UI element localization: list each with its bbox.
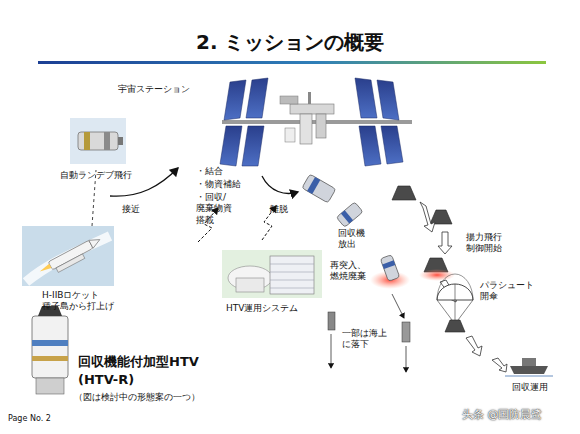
task-item: ・回収/廃棄物資 搭載 <box>196 192 232 226</box>
htv-departing <box>302 174 363 227</box>
phase-label: 回収機 放出 <box>338 228 365 251</box>
page-number: Page No. 2 <box>8 414 51 424</box>
htv-vehicle <box>70 118 126 164</box>
h2b-rocket <box>22 226 114 286</box>
vehicle-note: （図は検討中の形態案の一つ） <box>74 392 200 403</box>
task-item: ・物資補給 <box>196 179 241 190</box>
ground-building <box>222 250 322 298</box>
rocket-label: H-IIBロケット 種子島から打上げ <box>42 290 114 313</box>
departure-arrow <box>262 176 298 193</box>
recovery-ship <box>505 358 553 376</box>
recovery-capsule <box>392 186 465 332</box>
watermark: 头条 @国防晨鹭 <box>462 408 543 422</box>
vehicle-title: (HTV-R) <box>78 372 134 388</box>
title-rule <box>38 61 546 64</box>
burning-htv <box>370 255 410 289</box>
vehicle-title: 回収機能付加型HTV <box>78 354 199 370</box>
phase-label: 回収運用 <box>512 382 548 393</box>
htv-r-vehicle <box>32 306 68 394</box>
phase-label: 自動ランデブ飛行 <box>60 170 132 181</box>
parachute <box>437 274 473 320</box>
phase-label: 離脱 <box>270 204 288 215</box>
task-item: ・結合 <box>196 166 223 177</box>
station-label: 宇宙ステーション <box>118 84 190 95</box>
page-title: 2. ミッションの概要 <box>196 30 384 55</box>
phase-label: 一部は海上 に落下 <box>342 328 387 351</box>
phase-label: 揚力飛行 制御開始 <box>466 232 502 255</box>
ground-label: HTV運用システム <box>226 303 298 314</box>
space-station <box>220 78 412 166</box>
falling-debris <box>328 294 410 372</box>
phase-label: 再突入、 燃焼廃棄 <box>330 260 366 283</box>
phase-label: パラシュート 開傘 <box>480 280 534 303</box>
phase-label: 接近 <box>122 204 140 215</box>
